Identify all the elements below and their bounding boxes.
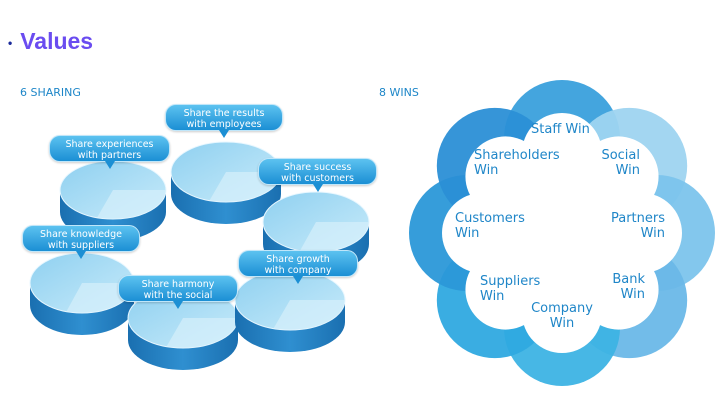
pie-slice (166, 318, 238, 348)
title-text: Values (20, 28, 94, 54)
pie-slice (300, 222, 369, 252)
pie-slice (66, 283, 134, 313)
wins-heading: 8 WINS (379, 86, 419, 99)
page-title: • Values (8, 28, 93, 55)
pie-slice (97, 190, 166, 219)
sharing-heading: 6 SHARING (20, 86, 81, 99)
flower-center (474, 145, 650, 321)
pie-slice (273, 300, 345, 330)
bullet: • (8, 35, 13, 50)
win-staff: Staff Win (531, 122, 590, 137)
